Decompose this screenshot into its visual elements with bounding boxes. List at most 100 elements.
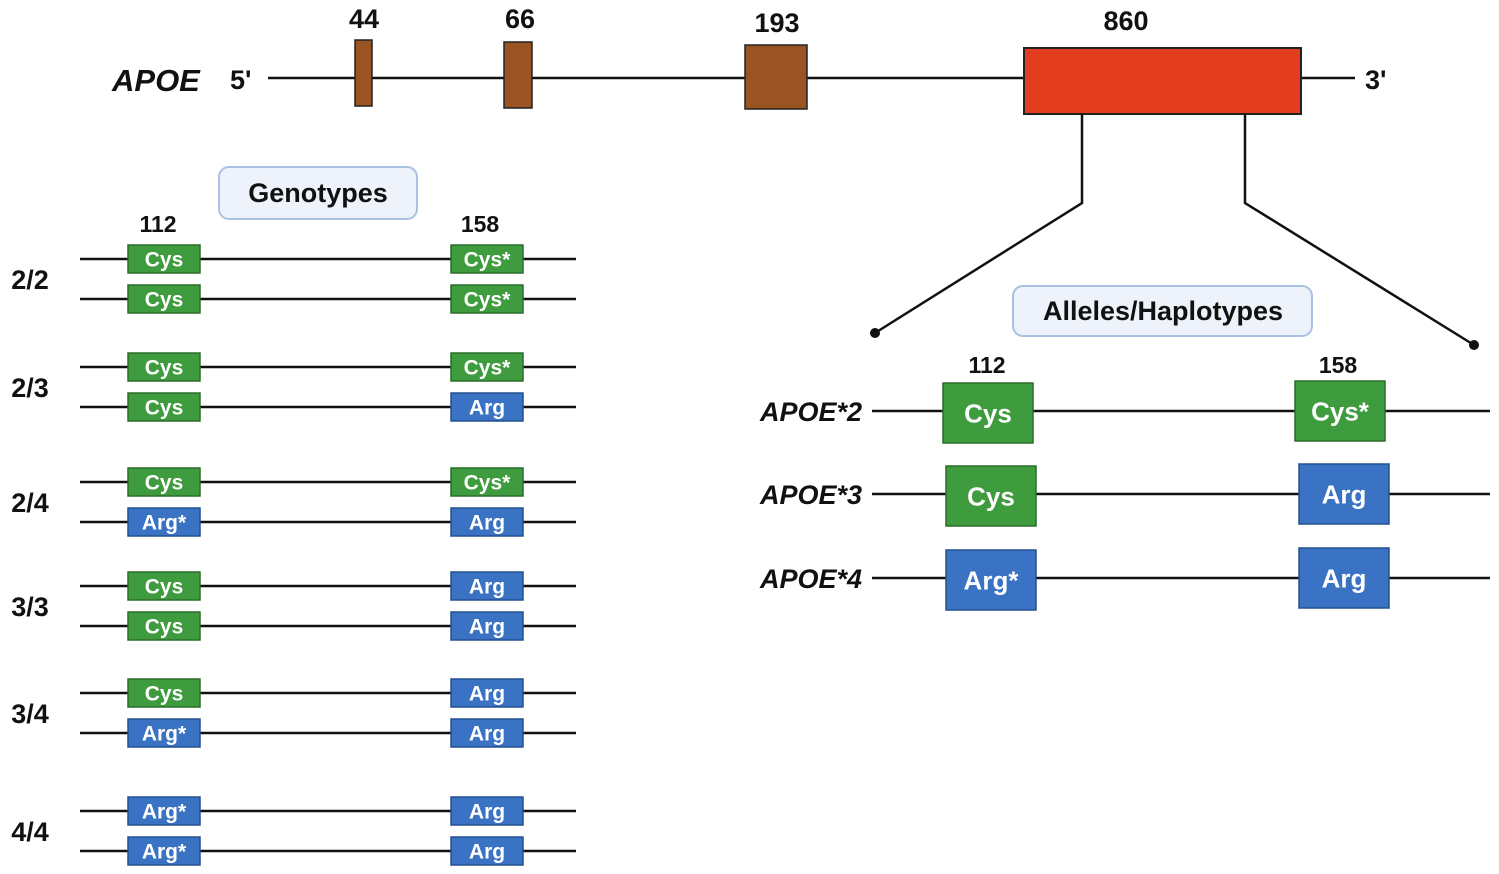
residue-box <box>127 571 201 601</box>
exon-1-length: 44 <box>349 4 379 34</box>
residue-box <box>127 467 201 497</box>
genotype-allele-line: Cys Cys* <box>80 284 576 314</box>
residue-label: Cys <box>145 683 184 706</box>
residue-arg: Arg <box>450 678 524 708</box>
exon-1 <box>354 39 373 107</box>
residue-label: Arg* <box>142 841 187 864</box>
genotype-allele-line: Cys Cys* <box>80 467 576 497</box>
residue-arg-star: Arg* <box>945 549 1037 611</box>
residue-arg: Arg <box>1298 463 1390 525</box>
residue-box <box>127 284 201 314</box>
residue-label: Cys <box>964 398 1012 428</box>
residue-label: Arg <box>469 841 505 864</box>
residue-label: Arg <box>469 512 505 535</box>
residue-box <box>127 352 201 382</box>
genotype-allele-line: Arg* Arg <box>80 718 576 748</box>
residue-arg: Arg <box>450 836 524 866</box>
residue-label: Arg* <box>142 723 187 746</box>
genotypes-title-box <box>218 166 418 220</box>
residue-box <box>945 465 1037 527</box>
haplotype-position-112: 112 <box>968 352 1005 378</box>
residue-box <box>450 718 524 748</box>
residue-label: Cys* <box>464 472 512 495</box>
residue-cys: Cys <box>127 392 201 422</box>
residue-box <box>1298 547 1390 609</box>
exon-4-length: 860 <box>1103 6 1148 36</box>
genotype-allele-line: Cys Arg <box>80 392 576 422</box>
residue-label: Cys <box>145 249 184 272</box>
residue-label: Arg <box>469 801 505 824</box>
residue-cys: Cys <box>127 467 201 497</box>
exon-3 <box>744 44 808 110</box>
residue-cys: Cys <box>942 382 1034 444</box>
residue-box <box>127 836 201 866</box>
residue-box <box>450 392 524 422</box>
residue-label: Cys* <box>464 289 512 312</box>
residue-box <box>127 507 201 537</box>
connector-dot-left <box>870 328 880 338</box>
residue-box <box>450 284 524 314</box>
exon-2 <box>503 41 533 109</box>
residue-label: Arg <box>469 683 505 706</box>
genotype-allele-line: Cys Cys* <box>80 244 576 274</box>
residue-label: Cys* <box>1311 396 1370 426</box>
residue-box <box>945 549 1037 611</box>
residue-box <box>1294 380 1386 442</box>
residue-label: Cys* <box>464 249 512 272</box>
genotype-allele-line: Cys Arg <box>80 611 576 641</box>
residue-arg: Arg <box>450 796 524 826</box>
five-prime-label: 5' <box>230 65 251 95</box>
residue-box <box>127 392 201 422</box>
residue-arg: Arg <box>450 507 524 537</box>
exon-3-length: 193 <box>754 8 799 38</box>
zoom-connector-right <box>1243 114 1475 347</box>
genotype-row: 2/4 Cys Cys* Arg* Arg <box>11 467 576 537</box>
residue-box <box>450 571 524 601</box>
haplotype-label: APOE*3 <box>759 480 862 510</box>
residue-arg: Arg <box>450 571 524 601</box>
genotype-label: 2/4 <box>11 488 49 518</box>
residue-label: Arg <box>469 576 505 599</box>
three-prime-label: 3' <box>1365 65 1386 95</box>
residue-box <box>450 678 524 708</box>
residue-arg-star: Arg* <box>127 507 201 537</box>
residue-cys-star: Cys* <box>450 467 524 497</box>
genotype-allele-line: Arg*Arg <box>80 796 576 826</box>
haplotype-position-158: 158 <box>1319 352 1358 378</box>
residue-box <box>450 611 524 641</box>
residue-arg: Arg <box>1298 547 1390 609</box>
residue-box <box>450 467 524 497</box>
residue-box <box>450 244 524 274</box>
residue-label: Cys <box>145 289 184 312</box>
residue-label: Cys <box>145 357 184 380</box>
genotype-label: 3/3 <box>11 592 49 622</box>
residue-arg-star: Arg* <box>127 718 201 748</box>
residue-label: Arg <box>469 616 505 639</box>
residue-box <box>1298 463 1390 525</box>
residue-cys: Cys <box>127 611 201 641</box>
residue-arg-star: Arg* <box>127 836 201 866</box>
residue-box <box>127 678 201 708</box>
residue-label: Arg <box>469 397 505 420</box>
residue-label: Arg <box>469 723 505 746</box>
residue-box <box>127 244 201 274</box>
exon-4 <box>1023 47 1302 115</box>
genotype-allele-line: Arg* Arg <box>80 507 576 537</box>
residue-box <box>127 796 201 826</box>
residue-label: Cys <box>145 616 184 639</box>
residue-label: Cys <box>145 472 184 495</box>
genotype-label: 4/4 <box>11 817 49 847</box>
genotype-label: 3/4 <box>11 699 49 729</box>
exon-2-length: 66 <box>505 4 535 34</box>
